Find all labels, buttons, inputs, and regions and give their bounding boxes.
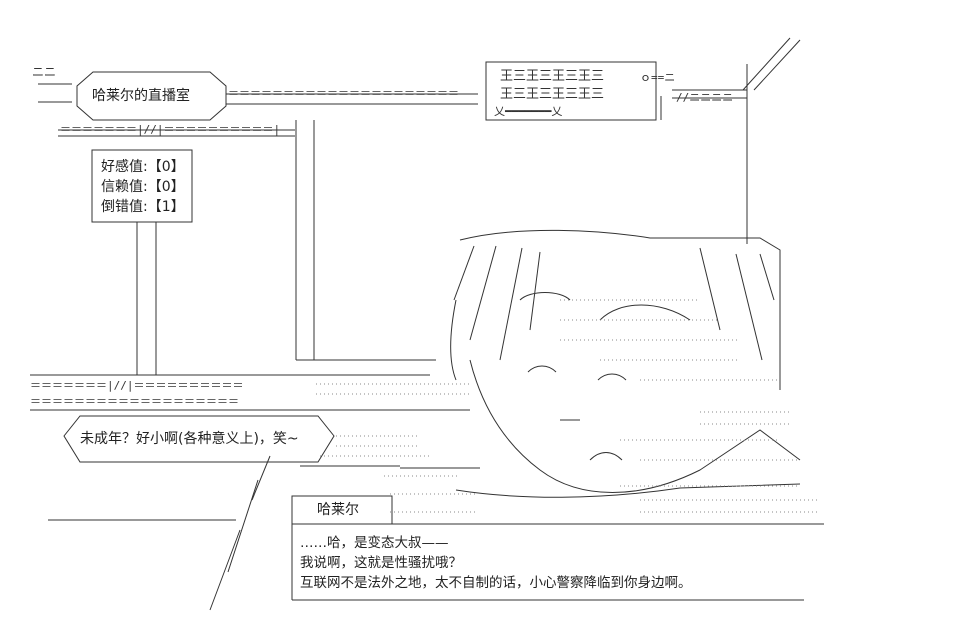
stat-label: 倒错值 (101, 199, 143, 215)
stat-value: 【1】 (147, 199, 185, 215)
stats-box (91, 149, 193, 223)
sign-art-corner: ｏ==ニ (640, 71, 676, 84)
dialog-line: 互联网不是法外之地，太不自制的话，小心警察降临到你身边啊。 (300, 575, 692, 591)
dialog-line: ……哈，是变态大叔—— (300, 535, 449, 551)
rail-ascii: ＝＝＝＝＝＝＝|//|＝＝＝＝＝＝＝＝＝＝| (60, 123, 281, 136)
stat-row-trust: 信赖值:【0】 (101, 179, 185, 195)
rail-ascii: ＝＝＝＝＝＝＝＝＝＝＝＝＝＝＝＝＝＝＝ (30, 395, 239, 408)
stat-label: 信赖值 (101, 179, 143, 195)
sign-art-row: 乂━━━━━━━乂 (494, 105, 563, 118)
sign-art-row: 王三王三王三王三 (500, 69, 605, 84)
stat-value: 【0】 (147, 159, 185, 175)
stat-row-affection: 好感值:【0】 (101, 159, 185, 175)
stat-row-perversion: 倒错值:【1】 (101, 199, 185, 215)
sign-frame (485, 61, 657, 121)
speech-bubble-frame (63, 415, 335, 463)
title-sign-text: 哈莱尔的直播室 (92, 88, 190, 104)
title-sign-frame (76, 71, 227, 121)
speaker-name: 哈莱尔 (317, 502, 359, 518)
speech-bubble-text: 未成年？好小啊(各种意义上)，笑~ (80, 431, 299, 447)
rail-ascii: ＝＝＝＝＝＝＝|//|＝＝＝＝＝＝＝＝＝＝ (30, 379, 244, 392)
stat-value: 【0】 (147, 179, 185, 195)
rail-ascii: ＝＝＝＝＝＝＝＝＝＝＝＝＝＝＝＝＝＝＝＝＝ (228, 87, 459, 100)
stat-label: 好感值 (101, 159, 143, 175)
sign-art-row: 王三王三王三王三 (500, 87, 605, 102)
rail-ascii: ニニ (32, 65, 57, 79)
rail-ascii: //ニニニニ (676, 91, 734, 104)
dialog-line: 我说啊，这就是性骚扰哦？ (300, 555, 462, 571)
